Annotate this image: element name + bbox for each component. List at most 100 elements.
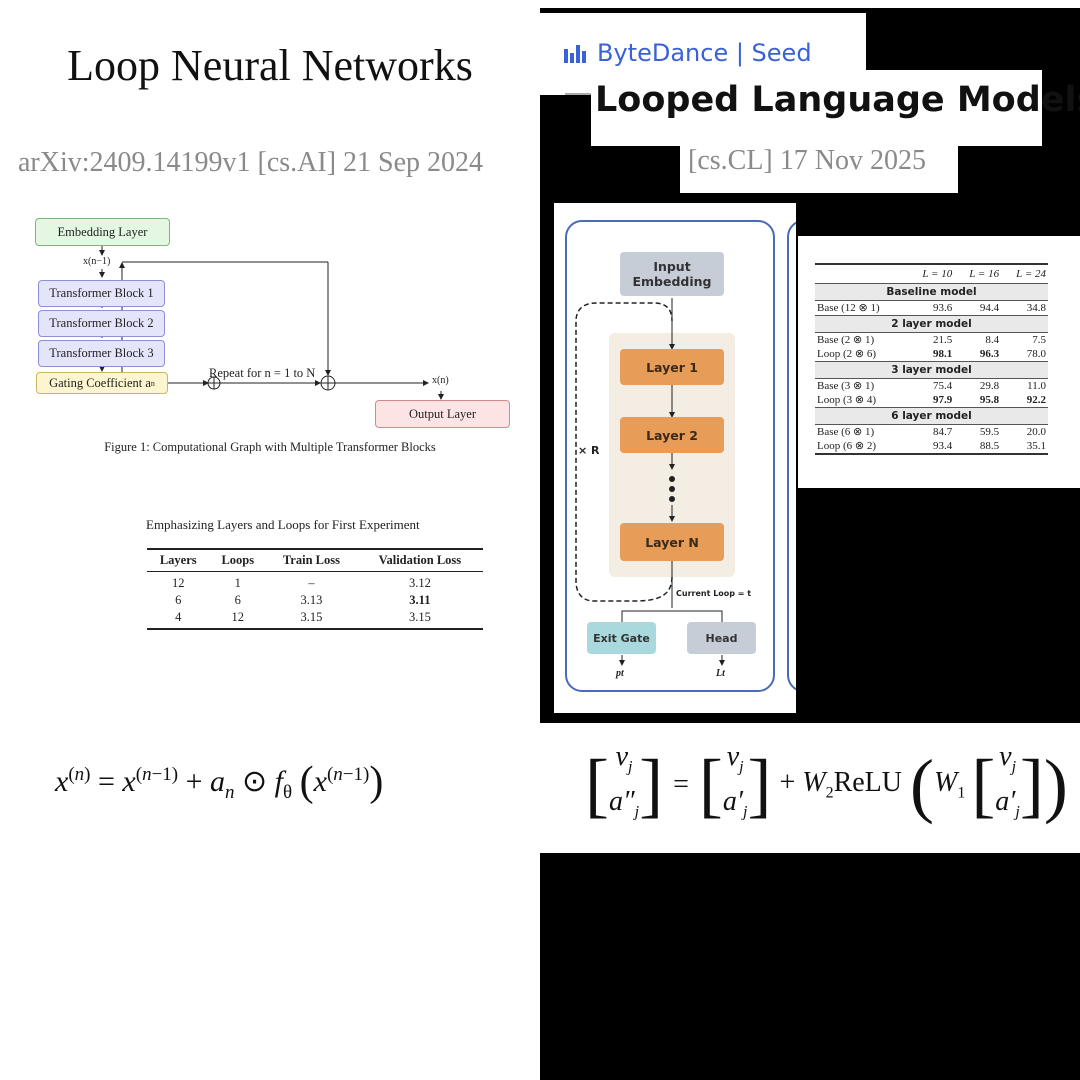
table-cell: 88.5 — [954, 439, 1002, 455]
row-label: Loop (6 ⊗ 2) — [815, 439, 908, 455]
left-arxiv-id: arXiv:2409.14199v1 [cs.AI] 21 Sep 2024 — [18, 147, 484, 178]
table-cell: 3.12 — [408, 576, 431, 590]
x-out-label: x(n) — [432, 375, 449, 386]
table-header-row: Layers Loops Train Loss Validation Loss — [147, 548, 483, 572]
table-cell: 6 — [175, 593, 182, 607]
bytedance-logo-icon — [564, 43, 590, 69]
equation-card — [540, 723, 1080, 853]
looped-title-card — [591, 70, 1042, 146]
row-label: Base (3 ⊗ 1) — [817, 380, 875, 392]
group-name: 6 layer model — [815, 407, 1048, 425]
repeat-r-label: × R — [578, 444, 600, 457]
input-embedding-box: Input Embedding — [620, 252, 724, 296]
col-header-train-loss: Train Loss — [266, 548, 357, 572]
group-header: 3 layer model — [815, 361, 1048, 379]
group-name: 2 layer model — [815, 315, 1048, 333]
table-cell-best: 95.8 — [979, 394, 1000, 406]
table-cell: 34.8 — [1026, 302, 1046, 314]
table-row: Loop (2 ⊗ 6) 98.1 96.3 78.0 — [815, 347, 1048, 362]
col-header-loops: Loops — [209, 548, 267, 572]
col-header-validation-loss: Validation Loss — [356, 548, 483, 572]
gating-subscript: n — [150, 378, 155, 388]
table-header-row: L = 10 L = 16 L = 24 — [815, 263, 1048, 284]
repeat-label: Repeat for n = 1 to N — [209, 366, 316, 380]
table-row: Loop (3 ⊗ 4) 97.9 95.8 92.2 — [815, 393, 1048, 408]
group-header: 6 layer model — [815, 407, 1048, 425]
left-equation: x(n) = x(n−1) + an ⊙ fθ (x(n−1)) — [55, 759, 384, 805]
table-cell: 3.13 — [300, 593, 323, 607]
table-cell: 84.7 — [932, 426, 953, 438]
group-header: Baseline model — [815, 283, 1048, 301]
transformer-block-1: Transformer Block 1 — [38, 280, 165, 307]
results-table: L = 10 L = 16 L = 24 Baseline model Base… — [815, 263, 1048, 455]
table-cell-best: 98.1 — [932, 348, 953, 360]
gating-label: Gating Coefficient a — [49, 375, 151, 390]
left-paper-title: Loop Neural Networks — [67, 41, 473, 90]
layer-n-box: Layer N — [620, 523, 724, 561]
group-name: Baseline model — [815, 283, 1048, 301]
table-cell: 3.15 — [266, 609, 357, 630]
brand-name: ByteDance | Seed — [597, 39, 812, 67]
table-cell: – — [308, 576, 315, 590]
table-row: 6 6 3.13 3.11 — [147, 592, 483, 609]
arxiv-card — [680, 145, 958, 193]
col-header-l10: L = 10 — [907, 263, 955, 284]
table-row: 4 12 3.15 3.15 — [147, 609, 483, 630]
row-label: Base (12 ⊗ 1) — [817, 302, 880, 314]
current-loop-label: Current Loop = t — [676, 589, 752, 598]
table-cell: 94.4 — [979, 302, 1000, 314]
table-cell: 93.4 — [907, 439, 955, 455]
table-row: Base (12 ⊗ 1) 93.6 94.4 34.8 — [815, 301, 1048, 316]
table-cell-best: 96.3 — [979, 348, 1000, 360]
table-cell: 59.5 — [979, 426, 1000, 438]
table-row: Base (2 ⊗ 1) 21.5 8.4 7.5 — [815, 333, 1048, 348]
table-cell: 29.8 — [979, 380, 1000, 392]
embedding-layer-box: Embedding Layer — [35, 218, 170, 246]
x-prev-label: x(n−1) — [83, 256, 111, 267]
table-row: Loop (6 ⊗ 2) 93.4 88.5 35.1 — [815, 439, 1048, 455]
layer-2-box: Layer 2 — [620, 417, 724, 453]
table-cell: 11.0 — [1027, 380, 1046, 392]
transformer-block-2: Transformer Block 2 — [38, 310, 165, 337]
table-cell-best: 92.2 — [1026, 394, 1046, 406]
table-cell: 7.5 — [1032, 334, 1046, 346]
col-header-l16: L = 16 — [954, 263, 1002, 284]
table-cell: 20.0 — [1026, 426, 1046, 438]
group-name: 3 layer model — [815, 361, 1048, 379]
table-row: Base (6 ⊗ 1) 84.7 59.5 20.0 — [815, 425, 1048, 440]
table-cell: 12 — [209, 609, 267, 630]
row-label: Loop (2 ⊗ 6) — [817, 348, 877, 360]
row-label: Base (2 ⊗ 1) — [817, 334, 875, 346]
table-cell: 12 — [171, 576, 185, 590]
table-cell-best: 97.9 — [932, 394, 953, 406]
diagram-lines — [565, 220, 796, 692]
table-1-caption: Emphasizing Layers and Loops for First E… — [146, 517, 420, 532]
table-cell: 4 — [147, 609, 210, 630]
table-cell: 35.1 — [1001, 439, 1048, 455]
table-cell: 21.5 — [932, 334, 953, 346]
exit-gate-box: Exit Gate — [587, 622, 656, 654]
figure-1-caption: Figure 1: Computational Graph with Multi… — [104, 440, 436, 454]
transformer-block-3: Transformer Block 3 — [38, 340, 165, 367]
row-label: Loop (3 ⊗ 4) — [817, 394, 877, 406]
loss-label: Lt — [716, 668, 725, 679]
table-row: 12 1 – 3.12 — [147, 572, 483, 593]
divider — [565, 93, 593, 95]
exit-prob-label: pt — [616, 668, 624, 679]
output-layer-box: Output Layer — [375, 400, 510, 428]
layers-loops-table: Layers Loops Train Loss Validation Loss … — [147, 548, 483, 630]
col-header-l24: L = 24 — [1001, 263, 1048, 284]
row-label: Base (6 ⊗ 1) — [817, 426, 875, 438]
group-header: 2 layer model — [815, 315, 1048, 333]
table-cell: 8.4 — [985, 334, 1000, 346]
col-header-empty — [815, 263, 908, 284]
table-cell: 93.6 — [932, 302, 953, 314]
head-box: Head — [687, 622, 756, 654]
table-row: Base (3 ⊗ 1) 75.4 29.8 11.0 — [815, 379, 1048, 394]
right-paper-title: Looped Language Models — [595, 80, 1080, 120]
table-cell: 75.4 — [932, 380, 953, 392]
layer-1-box: Layer 1 — [620, 349, 724, 385]
table-cell: 3.15 — [356, 609, 483, 630]
